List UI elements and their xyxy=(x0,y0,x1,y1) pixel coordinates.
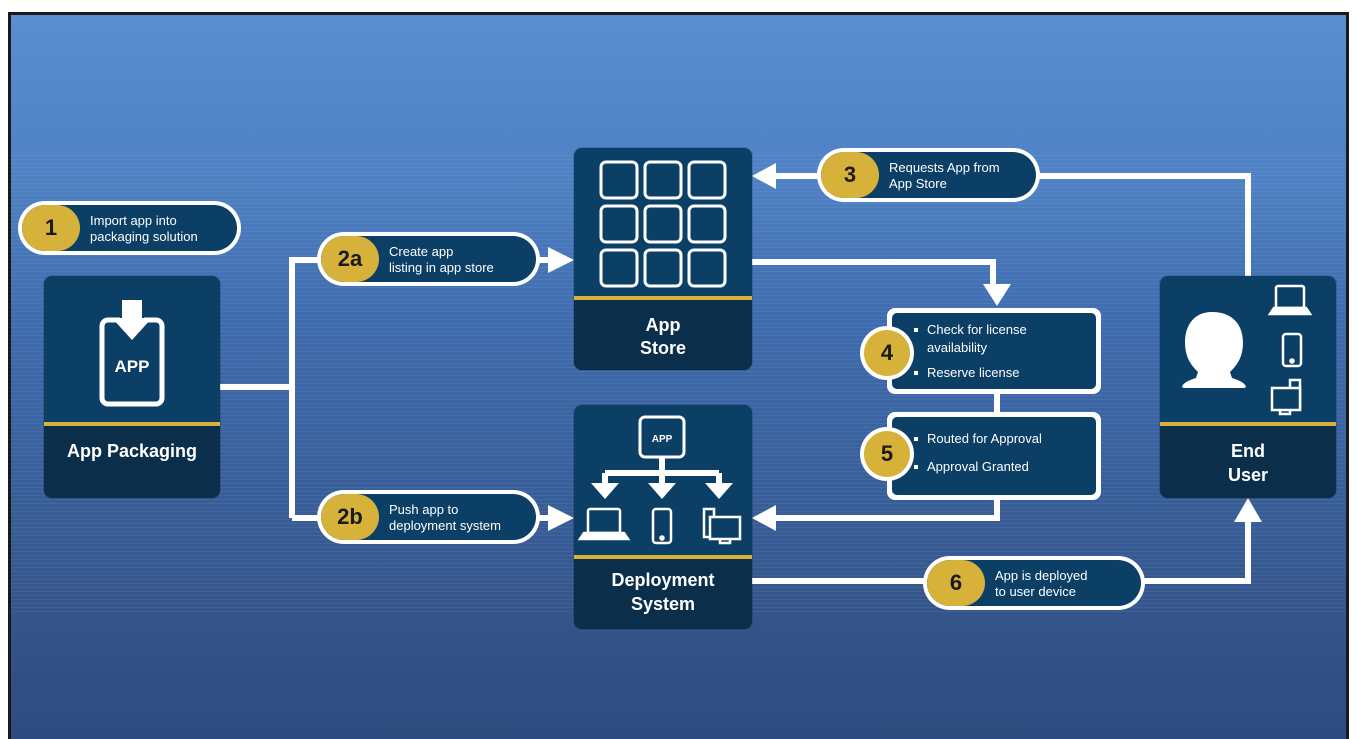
connector-deployment-to-user xyxy=(752,518,1251,584)
bullet xyxy=(914,328,918,332)
step-3-pill: 3 Requests App from App Store xyxy=(817,148,1040,202)
step-4-item-1-cont: availability xyxy=(927,340,987,355)
step-1-pill: 1 Import app into packaging solution xyxy=(18,201,241,255)
step-text-line1: Requests App from xyxy=(889,160,1000,175)
app-store-node: App Store xyxy=(574,148,752,370)
step-number-badge: 2a xyxy=(321,236,379,282)
packaging-icon-text: APP xyxy=(115,357,150,376)
phone-icon xyxy=(651,507,673,545)
desktop-icon xyxy=(702,507,742,545)
step-text: App is deployed to user device xyxy=(995,568,1141,600)
gold-divider xyxy=(574,296,752,300)
step-number-badge: 6 xyxy=(927,560,985,606)
step-text-line1: Import app into xyxy=(90,213,177,228)
gold-divider xyxy=(1160,422,1336,426)
step-number-badge: 3 xyxy=(821,152,879,198)
step-pill-body: 3 Requests App from App Store xyxy=(821,152,1036,198)
deployment-system-node: APP Deployment System xyxy=(574,405,752,629)
step-2b-pill: 2b Push app to deployment system xyxy=(317,490,540,544)
step-5-box: Routed for Approval Approval Granted xyxy=(887,412,1101,500)
arrowhead-deployment xyxy=(548,505,574,531)
laptop-icon xyxy=(577,507,631,541)
phone-icon xyxy=(1281,332,1303,368)
node-label-area xyxy=(574,559,752,629)
app-grid-icon xyxy=(599,160,727,288)
app-distribution-icon: APP xyxy=(577,415,742,545)
step-text-line1: Push app to xyxy=(389,502,459,517)
step-6-pill: 6 App is deployed to user device xyxy=(923,556,1145,610)
arrowhead-end-user xyxy=(1234,498,1262,522)
app-store-label-line2: Store xyxy=(639,338,686,358)
connector-packaging-trunk xyxy=(220,257,295,518)
step-text-line2: packaging solution xyxy=(90,229,198,244)
step-number-badge: 2b xyxy=(321,494,379,540)
connector-approval-to-deployment xyxy=(770,500,1000,521)
app-packaging-label: App Packaging xyxy=(66,441,198,461)
end-user-node: End User xyxy=(1160,276,1336,498)
step-number-badge: 1 xyxy=(22,205,80,251)
step-text-line1: App is deployed xyxy=(995,568,1088,583)
end-user-label-line1: End xyxy=(1231,441,1265,461)
step-pill-body: 1 Import app into packaging solution xyxy=(22,205,237,251)
step-5-item-2: Approval Granted xyxy=(927,459,1029,474)
step-number-badge: 4 xyxy=(864,330,910,376)
step-4-badge: 4 xyxy=(860,326,914,380)
step-2a-pill: 2a Create app listing in app store xyxy=(317,232,540,286)
gold-divider xyxy=(44,422,220,426)
deployment-label-line2: System xyxy=(630,594,696,614)
desktop-icon xyxy=(1270,378,1302,416)
step-text: Push app to deployment system xyxy=(389,502,536,534)
node-label-area xyxy=(574,300,752,370)
bullet xyxy=(914,371,918,375)
bullet xyxy=(914,465,918,469)
step-number-badge: 5 xyxy=(864,431,910,477)
deployment-label-line1: Deployment xyxy=(611,570,715,590)
step-text: Create app listing in app store xyxy=(389,244,536,276)
app-packaging-node: APP App Packaging xyxy=(44,276,220,498)
step-pill-body: 6 App is deployed to user device xyxy=(927,560,1141,606)
step-text-line1: Create app xyxy=(389,244,454,259)
step-text-line2: App Store xyxy=(889,176,947,191)
step-box-body: Check for license availability Reserve l… xyxy=(892,313,1096,389)
step-pill-body: 2a Create app listing in app store xyxy=(321,236,536,282)
end-user-label-line2: User xyxy=(1227,465,1269,485)
node-label-area xyxy=(44,426,220,498)
step-text: Import app into packaging solution xyxy=(90,213,237,245)
step-text-line2: listing in app store xyxy=(389,260,494,275)
app-store-label-line1: App xyxy=(645,315,681,335)
node-label-area xyxy=(1160,426,1336,498)
step-4-item-1: Check for license xyxy=(927,322,1027,337)
step-text-line2: deployment system xyxy=(389,518,501,533)
step-text-line2: to user device xyxy=(995,584,1076,599)
arrowhead-store-from-user xyxy=(752,163,776,189)
gold-divider xyxy=(574,555,752,559)
arrowhead-license xyxy=(983,284,1011,306)
step-5-item-1: Routed for Approval xyxy=(927,431,1042,446)
arrowhead-deployment-from-approval xyxy=(752,505,776,531)
step-4-item-2: Reserve license xyxy=(927,365,1020,380)
laptop-icon xyxy=(1267,284,1313,316)
download-app-icon: APP xyxy=(99,300,165,407)
step-box-body: Routed for Approval Approval Granted xyxy=(892,417,1096,495)
step-5-badge: 5 xyxy=(860,427,914,481)
arrowhead-app-store xyxy=(548,247,574,273)
user-silhouette-icon xyxy=(1182,284,1313,416)
connector-store-to-license xyxy=(752,259,996,288)
step-text: Requests App from App Store xyxy=(889,160,1036,192)
deployment-icon-text: APP xyxy=(652,434,673,445)
step-pill-body: 2b Push app to deployment system xyxy=(321,494,536,540)
step-4-box: Check for license availability Reserve l… xyxy=(887,308,1101,394)
bullet xyxy=(914,437,918,441)
